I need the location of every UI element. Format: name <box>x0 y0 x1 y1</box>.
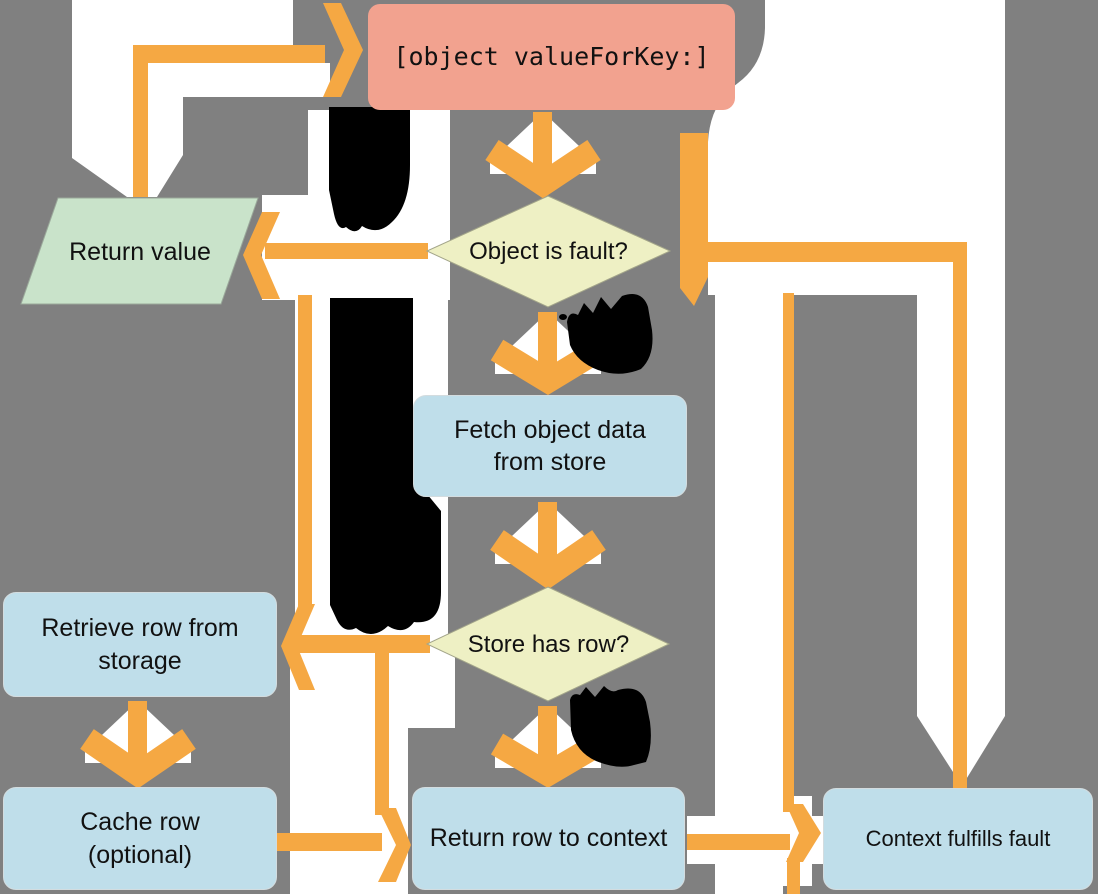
stripe-bypass-down <box>375 645 389 815</box>
arrowhead-into-return-value <box>243 212 280 299</box>
glitch-blob-no-column <box>330 298 441 635</box>
glitch-blob-yes-store <box>570 686 651 767</box>
node-return-row-to-context-label: Return row to context <box>429 824 668 853</box>
stripe-topleft-horizontal <box>133 45 325 63</box>
arrowhead-into-return-row <box>378 808 411 882</box>
arrowhead-into-context <box>786 804 821 862</box>
return-value-parallelogram <box>20 197 259 305</box>
node-object-is-fault-label: Object is fault? <box>469 237 628 265</box>
stripe-elbow-horizontal <box>700 242 967 262</box>
node-context-fulfills-fault-label: Context fulfills fault <box>865 825 1051 851</box>
stripe-left-corridor <box>298 295 312 610</box>
band-from-valueforkey <box>680 133 708 306</box>
node-return-value: Return value <box>40 225 240 280</box>
glitch-blobs <box>329 107 653 767</box>
arrowhead-into-retrieve <box>281 604 315 690</box>
stripe-store-no <box>292 635 430 653</box>
node-retrieve-row: Retrieve row from storage <box>3 592 277 697</box>
node-cache-row-label: Cache row (optional) <box>80 808 200 869</box>
corridor-right-a <box>715 293 783 894</box>
node-fetch-object-data: Fetch object data from store <box>413 395 687 497</box>
glitch-blob-yes-object <box>567 294 653 374</box>
orange-arrows <box>133 3 967 894</box>
node-retrieve-row-label: Retrieve row from storage <box>41 614 239 675</box>
glitch-speck <box>559 314 567 320</box>
corridor-bypass-step <box>380 650 455 728</box>
stripe-channel-a <box>783 293 794 812</box>
store-has-row-diamond <box>425 586 671 702</box>
arrowhead-into-valueforkey <box>323 3 363 97</box>
node-object-is-fault: Object is fault? <box>428 224 669 279</box>
node-return-value-label: Return value <box>69 238 211 267</box>
connector-stems <box>128 112 557 772</box>
corridor-top-right <box>708 0 1005 295</box>
node-context-fulfills-fault: Context fulfills fault <box>823 788 1093 890</box>
node-value-for-key-label: [object valueForKey:] <box>393 41 710 71</box>
node-return-row-to-context: Return row to context <box>412 787 685 890</box>
object-is-fault-diamond <box>425 195 672 308</box>
stripe-cache-to-return <box>277 833 382 851</box>
stripe-topleft-vertical <box>133 45 148 197</box>
node-store-has-row: Store has row? <box>428 617 669 672</box>
node-fetch-object-data-label: Fetch object data from store <box>454 415 646 477</box>
corridor-top-left <box>72 0 330 197</box>
stripe-channel-b <box>953 258 967 788</box>
stripe-into-context <box>687 834 790 850</box>
glitch-blob-no-upper <box>329 107 410 232</box>
node-cache-row: Cache row (optional) <box>3 787 277 890</box>
stripe-no-arrow <box>265 243 428 259</box>
node-value-for-key: [object valueForKey:] <box>368 4 735 110</box>
node-store-has-row-label: Store has row? <box>467 630 630 658</box>
stripe-below-context-chevron <box>787 858 800 894</box>
